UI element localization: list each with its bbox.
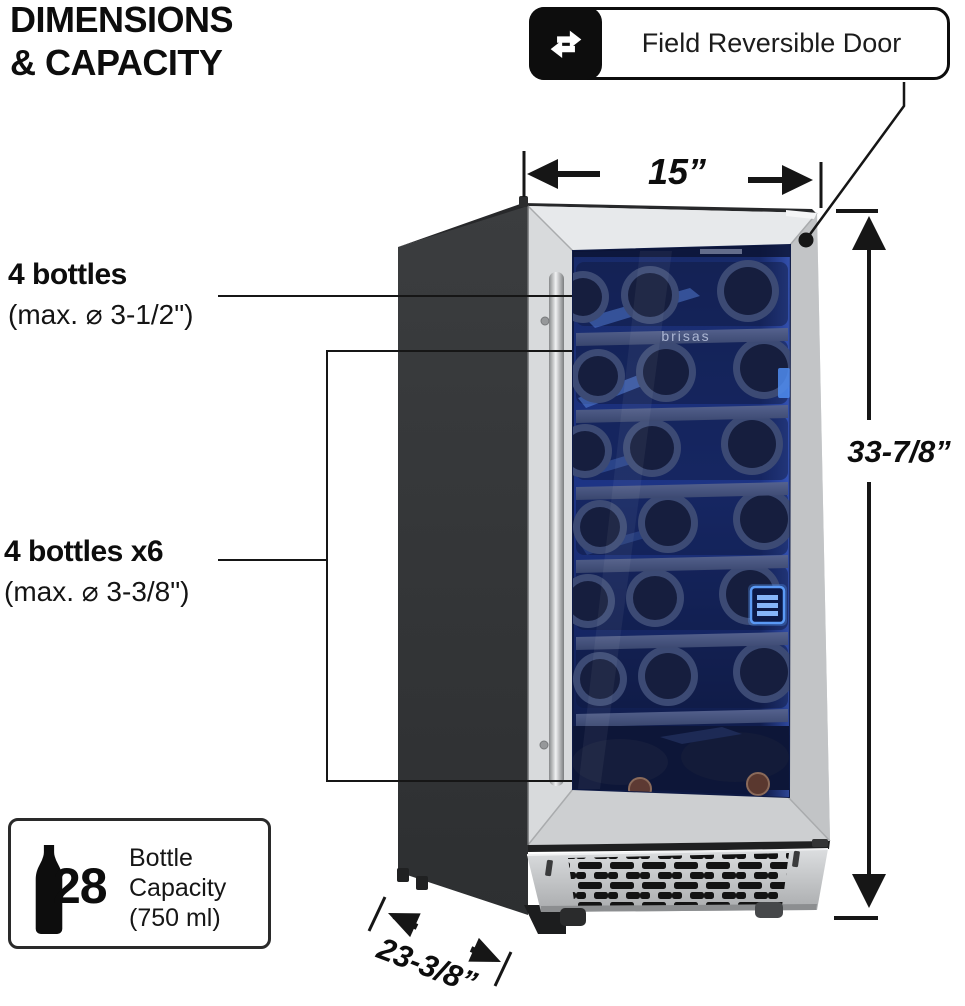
cabinet-under-base (524, 905, 566, 934)
callout-bracket-mid-shelves (326, 350, 572, 782)
foot (560, 908, 586, 926)
door-bevel-top (528, 206, 817, 251)
handle-screw (540, 316, 550, 326)
glass-sheen (578, 251, 672, 789)
bottle-capacity-card: 28 Bottle Capacity (750 ml) (8, 818, 271, 949)
capacity-line-1: Bottle (129, 844, 193, 872)
bottle-row (573, 641, 790, 706)
width-dimension-label: 15” (647, 151, 707, 192)
page-title: DIMENSIONS & CAPACITY (10, 0, 234, 84)
mid-shelves-title: 4 bottles x6 (4, 535, 164, 568)
bottle-row (573, 337, 790, 403)
height-dimension-label: 33-7/8” (847, 434, 951, 469)
cork (746, 772, 770, 796)
door-gap (528, 841, 830, 852)
field-reversible-door-badge: Field Reversible Door (529, 7, 950, 80)
height-dimension (834, 209, 886, 920)
depth-dimension (367, 896, 513, 987)
title-line-1: DIMENSIONS (10, 0, 234, 40)
side-foot-tab (397, 868, 409, 882)
cabinet-side-panel (398, 206, 528, 915)
title-line-2: & CAPACITY (10, 42, 223, 83)
kick-plate (526, 848, 829, 912)
wine-cooler-cabinet (397, 196, 831, 934)
mid-shelves-detail: (max. ⌀ 3-3/8") (4, 576, 190, 607)
top-shelf-label: 4 bottles (max. ⌀ 3-1/2") (8, 258, 194, 331)
swap-arrows-icon (529, 7, 602, 80)
wine-bottle-icon (35, 845, 63, 934)
glass-window (572, 243, 792, 799)
mid-shelves-label: 4 bottles x6 (max. ⌀ 3-3/8") (4, 535, 190, 608)
vent-grille (568, 853, 789, 908)
capacity-count: 28 (53, 858, 108, 914)
dimension-annotations (218, 82, 906, 987)
side-foot-tab (416, 876, 428, 890)
top-shelf-detail: (max. ⌀ 3-1/2") (8, 299, 194, 330)
brand-logo: brisas (661, 328, 711, 344)
bottom-bottle-row (573, 726, 789, 797)
bottle-row (573, 488, 790, 554)
door-handle (539, 272, 564, 786)
door-top-cap (786, 210, 817, 219)
capacity-line-2: Capacity (129, 874, 227, 902)
shelves (576, 328, 788, 727)
foot (755, 902, 783, 918)
top-shelf-title: 4 bottles (8, 258, 127, 291)
led-control-display (748, 584, 787, 626)
badge-label: Field Reversible Door (641, 28, 902, 58)
door-bevel-right (788, 213, 830, 841)
blue-tag (778, 368, 790, 398)
width-dimension (522, 151, 823, 208)
door-hinge-nub (519, 196, 528, 207)
bottle-rows (573, 260, 790, 708)
capacity-text: Bottle Capacity (750 ml) (129, 843, 226, 933)
hinge-bracket (812, 839, 828, 847)
handle-screw (539, 740, 549, 750)
bottle-row (573, 260, 779, 324)
reversible-door-callout (798, 82, 906, 248)
door-bevel-bottom (528, 789, 830, 845)
bottle-row (573, 413, 783, 478)
capacity-line-3: (750 ml) (129, 904, 221, 932)
